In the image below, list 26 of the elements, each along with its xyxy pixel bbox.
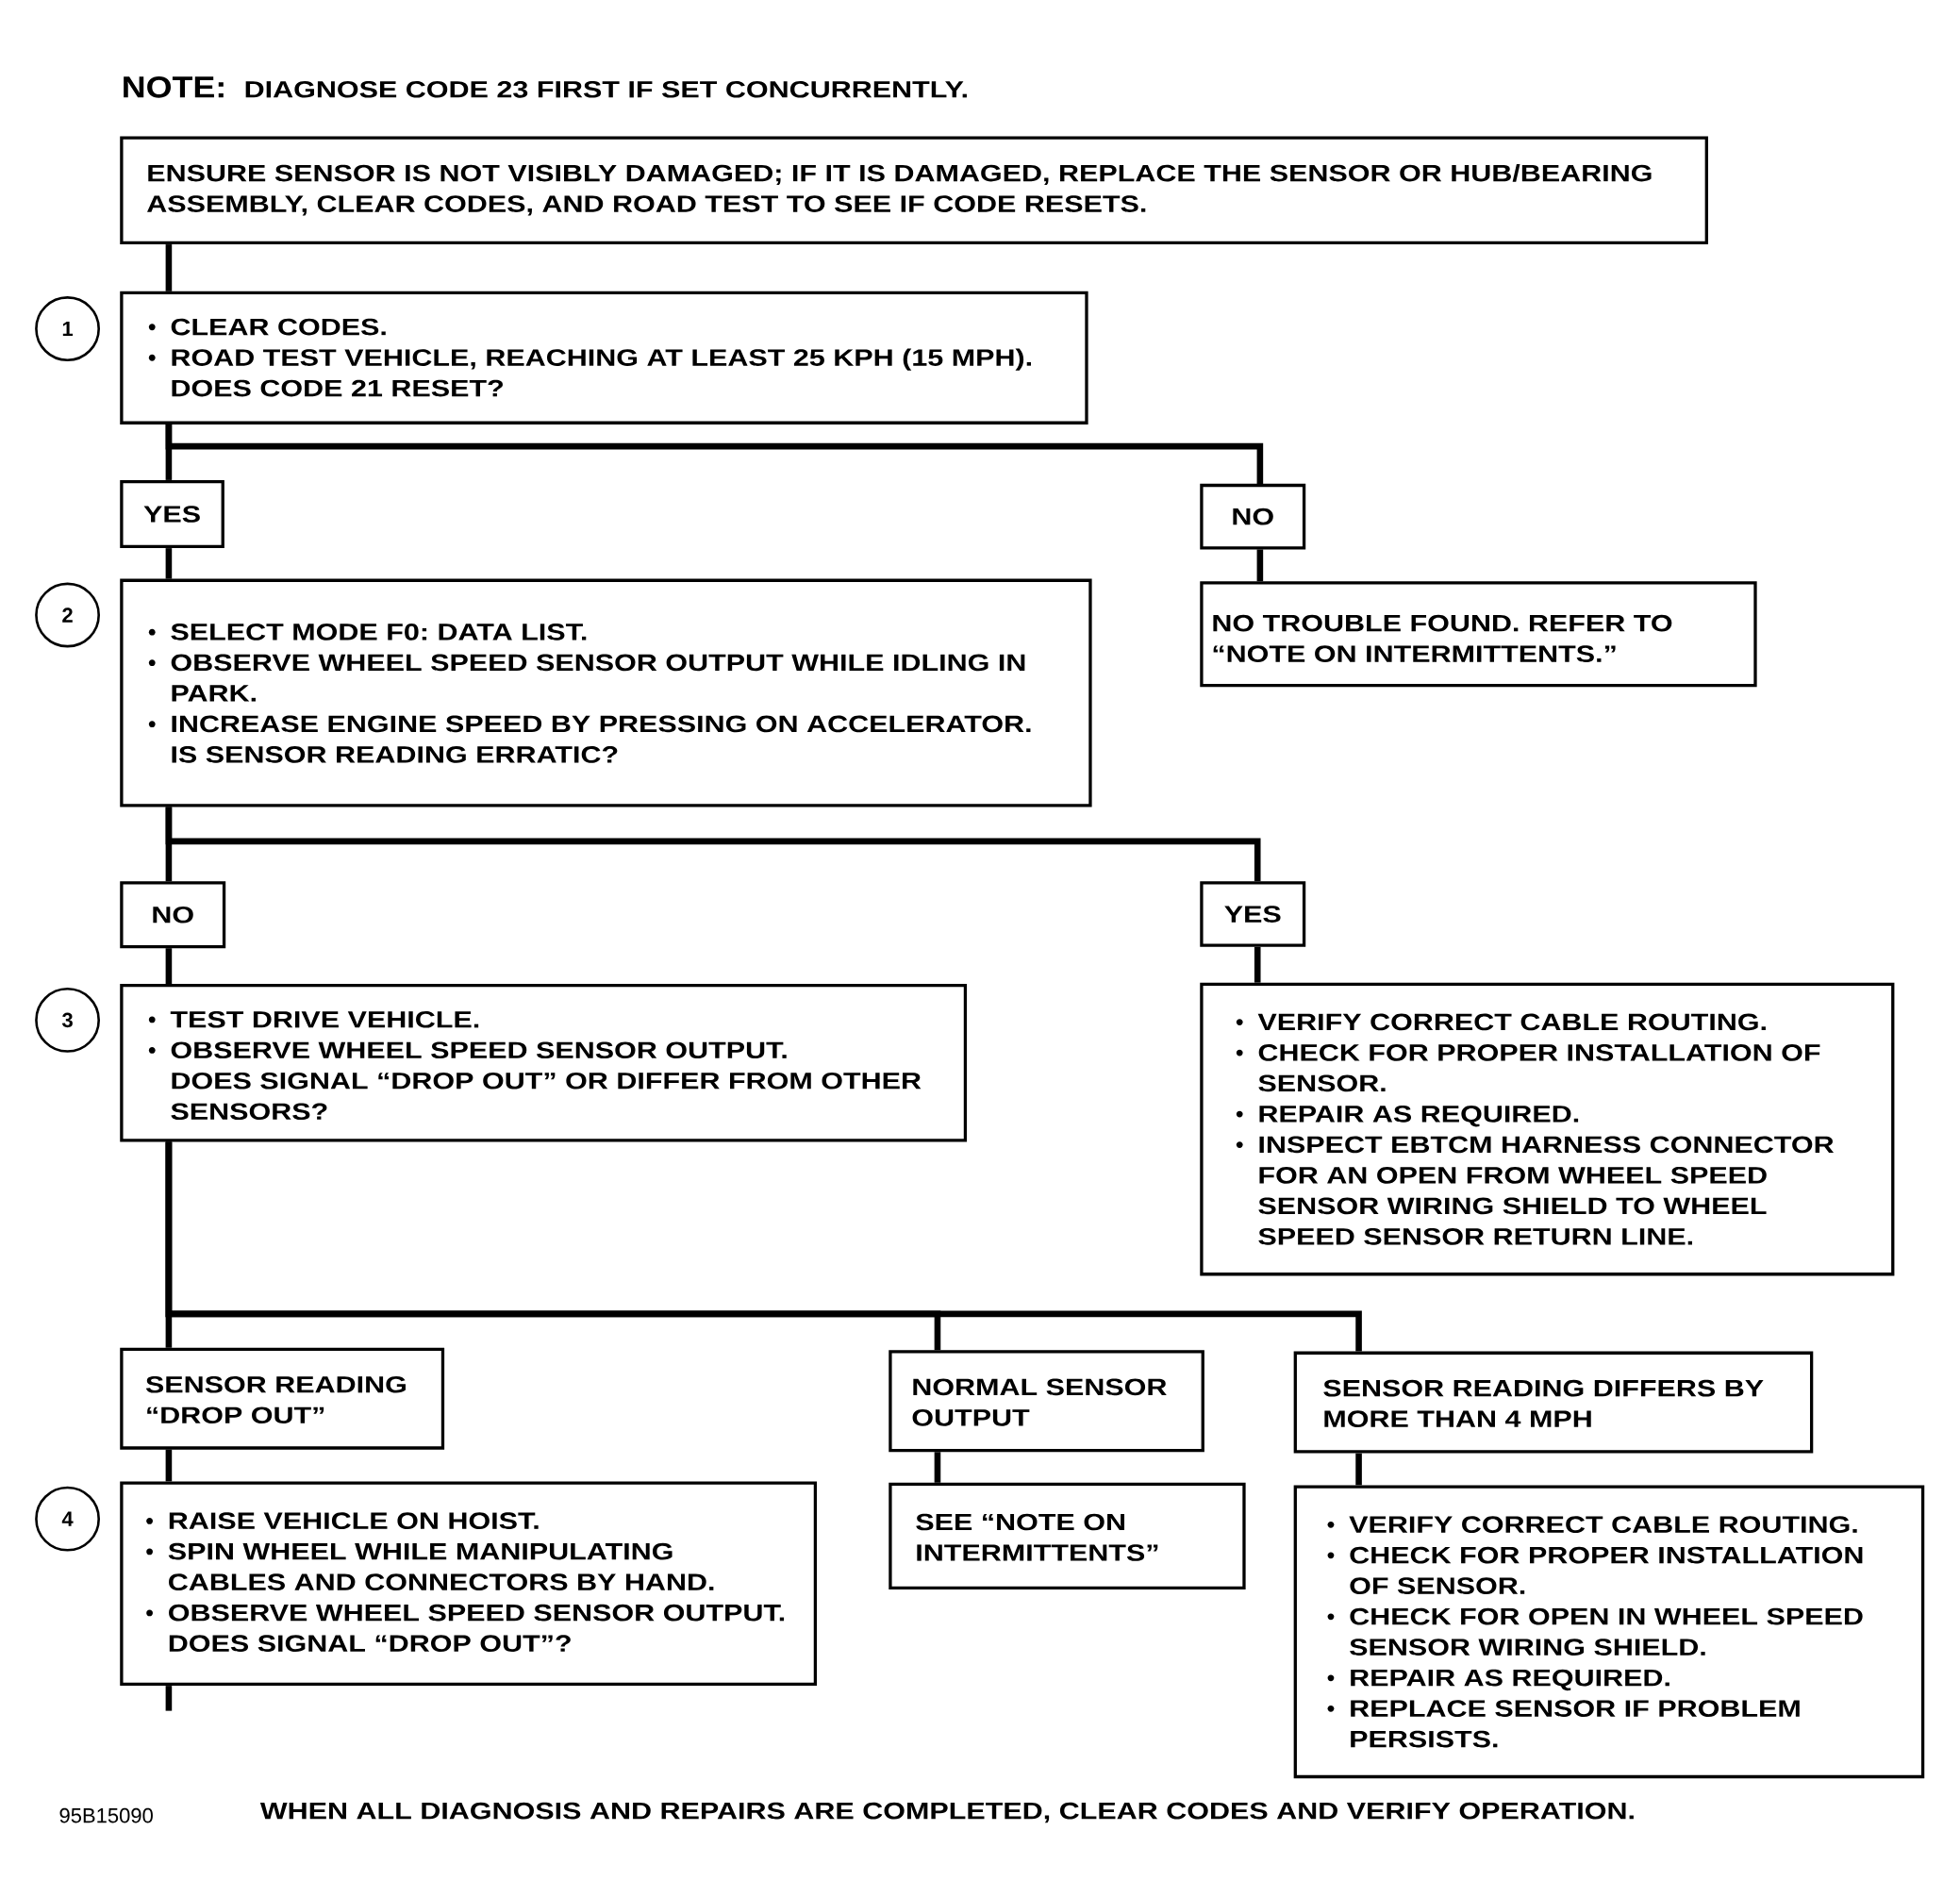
condition-box: NORMAL SENSOR OUTPUT — [889, 1350, 1204, 1453]
result-box: NO TROUBLE FOUND. REFER TO “NOTE ON INTERMITTENTS.” — [1200, 581, 1757, 688]
branch-box: YES — [120, 479, 224, 549]
note-label: NOTE: — [124, 76, 224, 98]
action-box: VERIFY CORRECT CABLE ROUTING. CHECK FOR PROPER INSTALLATION OF SENSOR. CHECK FOR OPEN IN WHEEL SPEED SENSOR WIRING SHIELD. REPAIR AS REQUIRED. REPLACE SENSOR IF PROBLEM PERSISTS. — [1293, 1485, 1925, 1779]
flow-line — [1254, 946, 1261, 983]
branch-box: NO — [120, 881, 226, 949]
step-box: SELECT MODE F0: DATA LIST. OBSERVE WHEEL SPEED SENSOR OUTPUT WHILE IDLING IN PARK. INCREASE ENGINE SPEED BY PRESSING ON ACCELERATOR. IS SENSOR READING ERRATIC? — [120, 578, 1092, 807]
condition-box: SENSOR READING DIFFERS BY MORE THAN 4 MPH — [1293, 1351, 1814, 1454]
result-box: SEE “NOTE ON INTERMITTENTS” — [889, 1482, 1246, 1590]
instruction-box: ENSURE SENSOR IS NOT VISIBLY DAMAGED; IF IT IS DAMAGED, REPLACE THE SENSOR OR HUB/BEARING ASSEMBLY, CLEAR CODES, AND ROAD TEST TO SEE IF CODE RESETS. — [120, 136, 1708, 245]
branch-box: YES — [1200, 881, 1306, 947]
flow-line — [165, 807, 1261, 882]
footer-note: WHEN ALL DIAGNOSIS AND REPAIRS ARE COMPLETED, CLEAR CODES AND VERIFY OPERATION. — [259, 1802, 1634, 1823]
flow-line — [1355, 1453, 1362, 1486]
action-box: VERIFY CORRECT CABLE ROUTING. CHECK FOR PROPER INSTALLATION OF SENSOR. REPAIR AS REQUIRED. INSPECT EBTCM HARNESS CONNECTOR FOR AN OPEN FROM WHEEL SPEED SENSOR WIRING SHIELD TO WHEEL SPEED SENSOR RETURN LINE. — [1200, 982, 1895, 1276]
step-box: CLEAR CODES. ROAD TEST VEHICLE, REACHING AT LEAST 25 KPH (15 MPH). DOES CODE 21 RESET? — [120, 291, 1088, 424]
figure-code: 95B15090 — [59, 1807, 153, 1823]
flow-line — [1256, 549, 1264, 582]
flow-line — [165, 1141, 1362, 1352]
branch-box: NO — [1200, 483, 1306, 550]
condition-box: SENSOR READING “DROP OUT” — [120, 1347, 445, 1450]
step-box: TEST DRIVE VEHICLE. OBSERVE WHEEL SPEED SENSOR OUTPUT. DOES SIGNAL “DROP OUT” OR DIFFER FROM OTHER SENSORS? — [120, 984, 968, 1142]
note-text: DIAGNOSE CODE 23 FIRST IF SET CONCURRENTLY. — [245, 80, 967, 98]
step-box: RAISE VEHICLE ON HOIST. SPIN WHEEL WHILE MANIPULATING CABLES AND CONNECTORS BY HAND. OBSERVE WHEEL SPEED SENSOR OUTPUT. DOES SIGNAL “DROP OUT”? — [120, 1481, 818, 1687]
flow-line — [165, 1449, 173, 1482]
